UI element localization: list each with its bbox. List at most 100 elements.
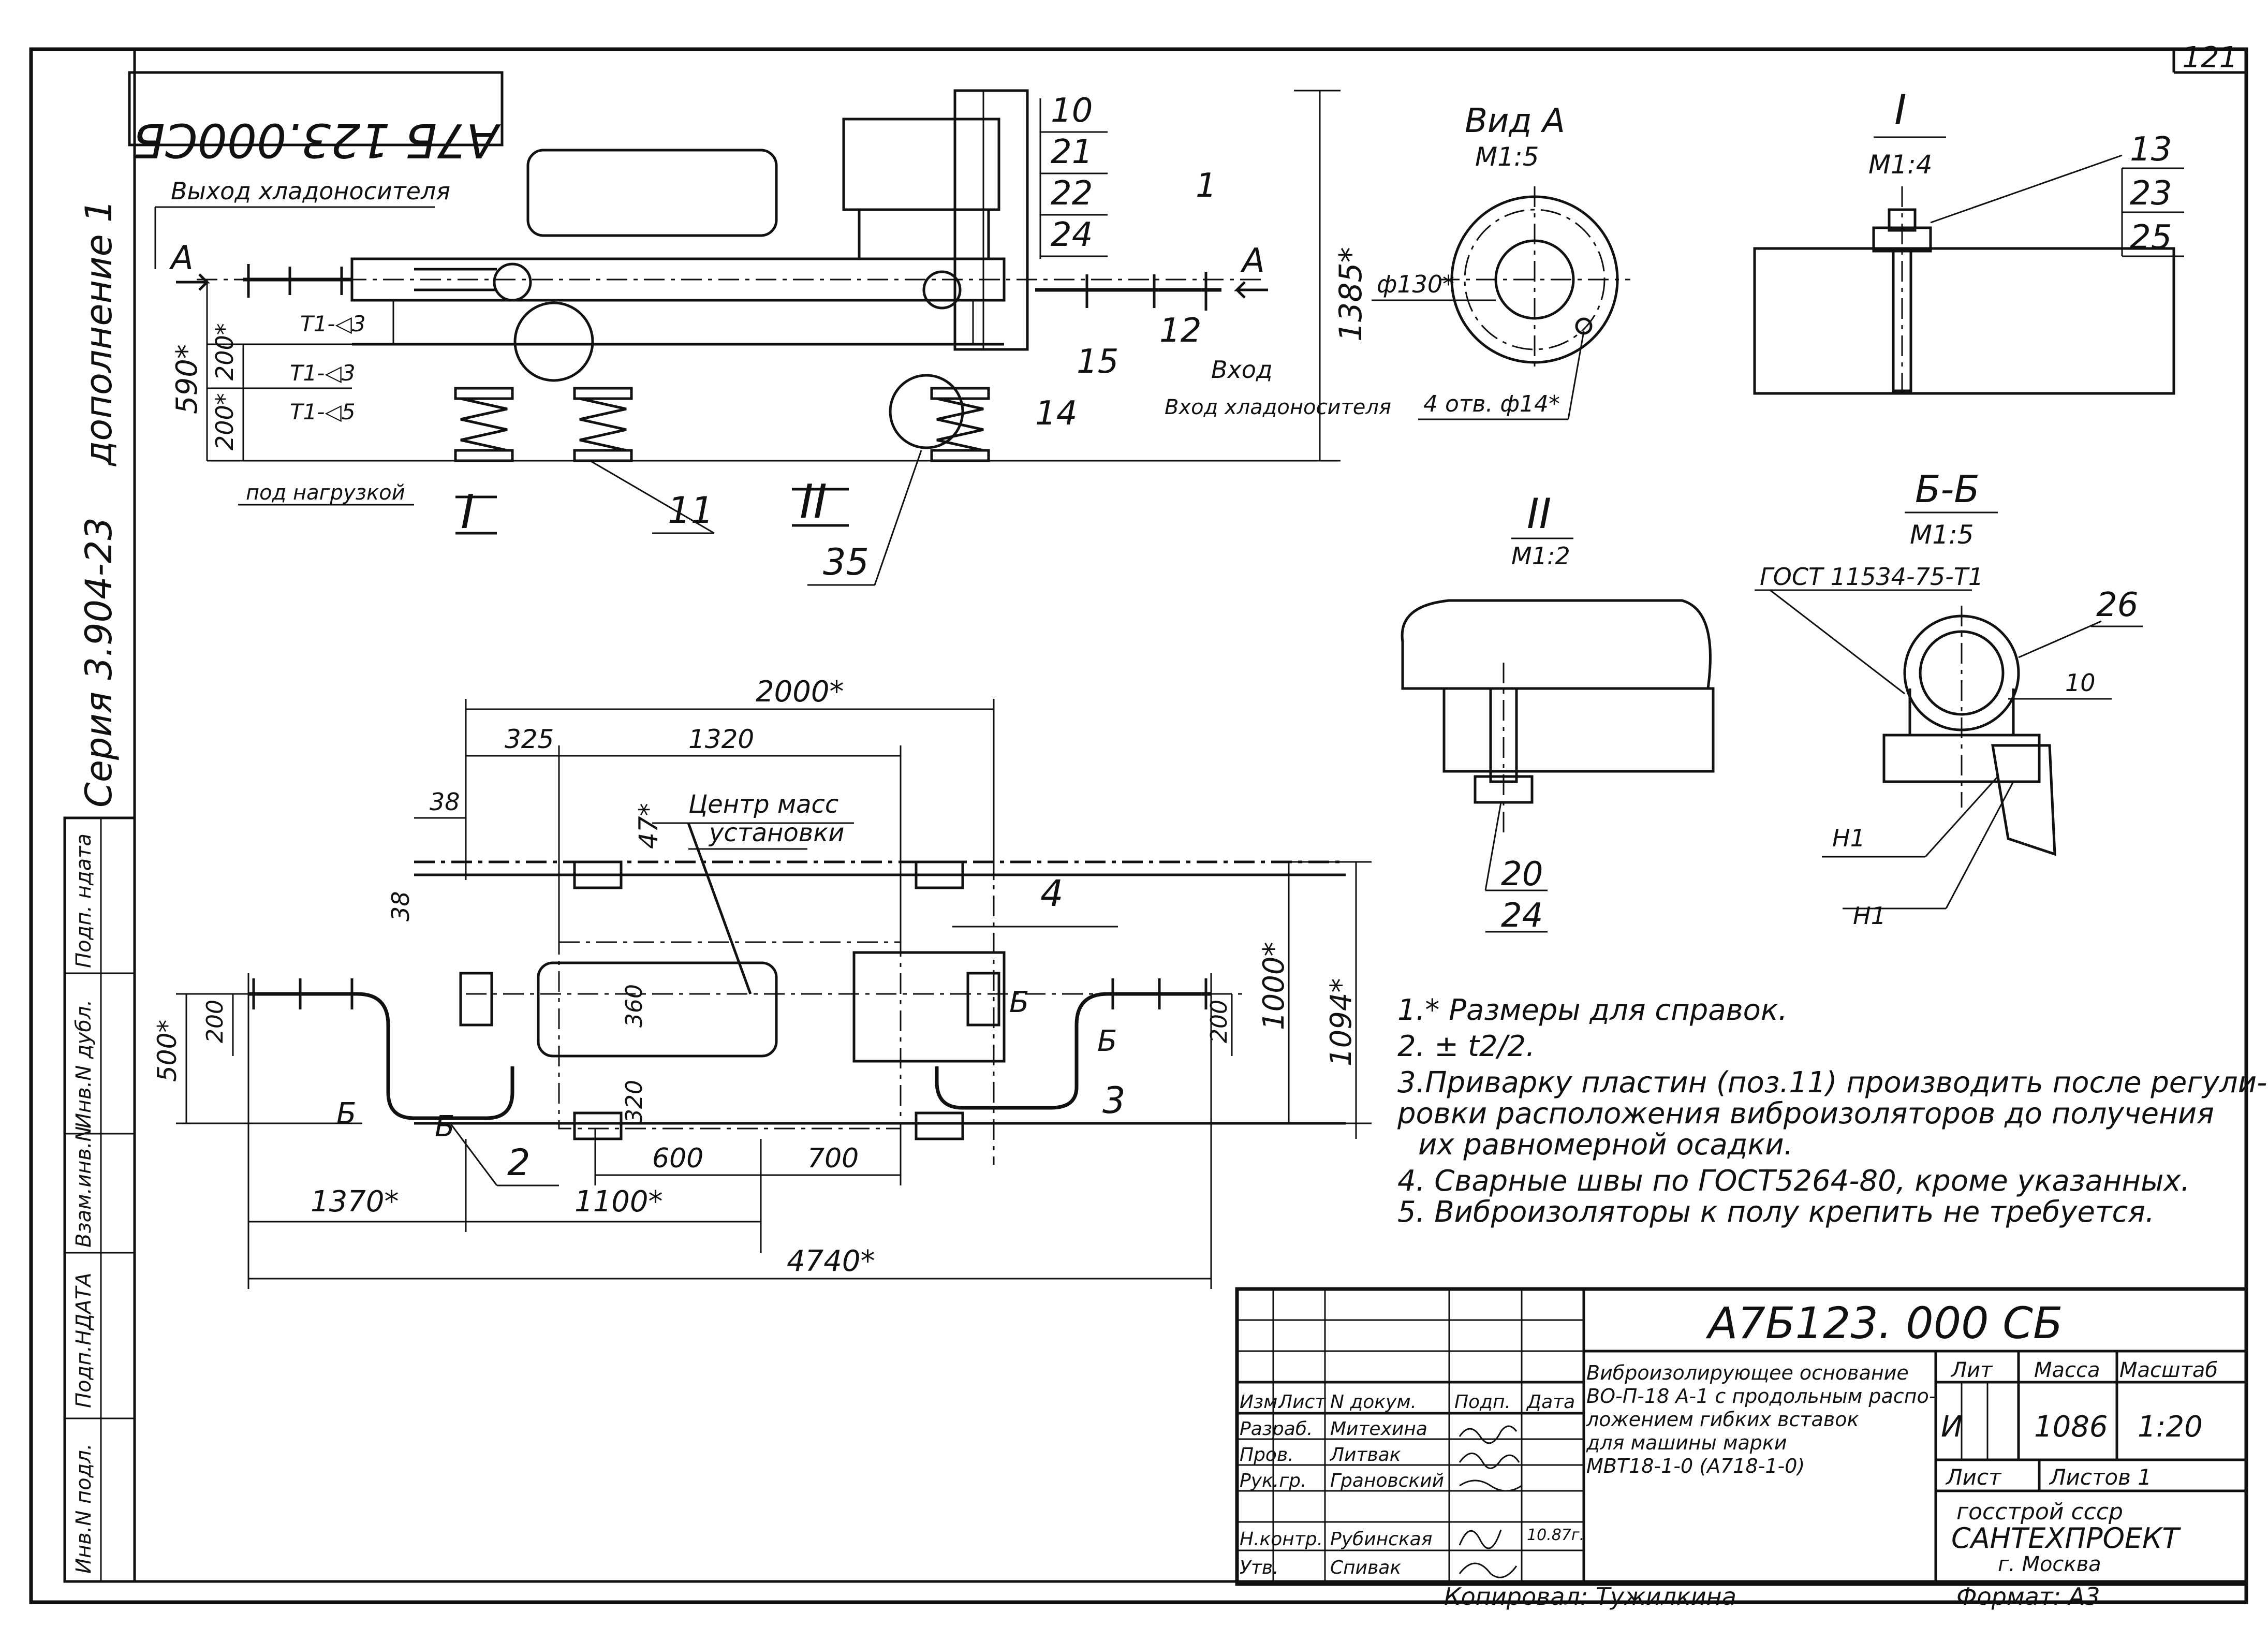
spring-isolator (573, 387, 633, 462)
org-line-1: госстрой ссср (1956, 1499, 2123, 1525)
detail-ii: II М1:2 20 24 (1401, 490, 1715, 935)
side-table-label: Инв.N дубл. (72, 1000, 96, 1129)
signature (1459, 1425, 1518, 1444)
detail-i-pos-23: 23 (2130, 174, 2172, 213)
dim-320: 320 (621, 1080, 647, 1123)
dim-1320: 1320 (688, 724, 754, 754)
role-utv: Утв. (1240, 1557, 1279, 1578)
lit-label: Лит (1950, 1358, 1993, 1382)
pipe-pos-2 (386, 1056, 514, 1120)
copied-by: Копировал: Тужилкина (1444, 1583, 1736, 1610)
dim-1370: 1370* (311, 1185, 399, 1219)
view-a-diameter: ф130* (1377, 270, 1454, 298)
col-list: Лист (1277, 1391, 1326, 1413)
sheet-number: 121 (2183, 41, 2238, 75)
weld-mark-2: Т1-◁3 (290, 360, 356, 386)
detail-ii-pos-24: 24 (1501, 897, 1543, 935)
signature (1459, 1529, 1502, 1549)
pos-35: 35 (823, 541, 869, 583)
pos-stack-10-24: 10 21 22 24 (1039, 92, 1108, 259)
pos-3: 3 (1102, 1079, 1126, 1122)
mass-value: 1086 (2034, 1410, 2108, 1444)
sheets-label: Листов 1 (2049, 1464, 2152, 1490)
side-view: А А 1385* 590* 2 (154, 89, 1391, 586)
side-table-label: Инв.N подл. (72, 1443, 96, 1574)
note-2: 2. ± t2/2. (1397, 1030, 1535, 1063)
side-table-label: Взам.инв.N (72, 1126, 96, 1248)
compressor-lower (858, 208, 990, 260)
compressor-upper (842, 118, 1000, 211)
role-ruk: Рук.гр. (1240, 1470, 1306, 1491)
name-nkontr: Рубинская (1330, 1529, 1432, 1550)
description-line: ВО-П-18 А-1 с продольным распо- (1586, 1385, 1936, 1408)
section-b-1: Б (336, 1097, 356, 1131)
dim-600: 600 (652, 1143, 703, 1174)
svg-text:21: 21 (1051, 133, 1093, 171)
plan-view: Центр масс установки 2000* 325 1320 38 3… (152, 675, 1372, 1289)
section-b-2: Б (435, 1110, 454, 1144)
dim-200a: 200* (211, 323, 239, 380)
scale-value: 1:20 (2138, 1410, 2203, 1444)
section-a-right: А (1240, 242, 1265, 280)
sheet-frame (29, 47, 2248, 1604)
side-table-label: Подп. ндата (72, 833, 96, 968)
motor-plan (537, 961, 778, 1058)
note-3: 3.Приварку пластин (поз.11) производить … (1397, 1066, 2267, 1100)
date-mark: 10.87г. (1527, 1526, 1584, 1544)
dim-1094: 1094* (1324, 978, 1358, 1066)
designation: А7Б123. 000 СБ (1705, 1298, 2063, 1349)
callout-i: I (461, 485, 475, 539)
description-line: ложением гибких вставок (1586, 1408, 1859, 1431)
section-bb: Б-Б М1:5 ГОСТ 11534-75-Т1 26 10 Н1 Н1 (1755, 467, 2143, 930)
dim-200-left: 200 (202, 1000, 228, 1043)
detail-i-scale: М1:4 (1868, 150, 1933, 180)
dim-700: 700 (807, 1143, 859, 1174)
view-a-title: Вид А (1465, 102, 1565, 140)
col-sign: Подп. (1454, 1391, 1511, 1413)
note-1: 1.* Размеры для справок. (1397, 993, 1788, 1027)
pos-15: 15 (1077, 343, 1118, 381)
notes: 1.* Размеры для справок. 2. ± t2/2. 3.Пр… (1397, 993, 2267, 1229)
view-a: Вид А М1:5 ф130* 4 отв. ф14* (1372, 102, 1630, 420)
name-prov: Литвак (1329, 1444, 1401, 1466)
detail-ii-scale: М1:2 (1511, 542, 1570, 570)
section-bb-dim-10: 10 (2065, 669, 2096, 697)
section-bb-title: Б-Б (1915, 467, 1980, 511)
weld-h1-a: Н1 (1832, 824, 1865, 852)
detail-i-pos-25: 25 (2130, 218, 2172, 257)
org-line-3: г. Москва (1998, 1552, 2101, 1576)
inlet-label-2: Вход хладоносителя (1165, 395, 1391, 419)
role-prov: Пров. (1240, 1444, 1294, 1466)
center-mass-2: установки (708, 818, 844, 847)
pos-2: 2 (507, 1141, 531, 1184)
sheet-label: Лист (1945, 1464, 2002, 1490)
addition-label: дополнение 1 (78, 199, 120, 466)
name-utv: Спивак (1330, 1557, 1401, 1578)
svg-text:10: 10 (1051, 92, 1093, 130)
inlet-label-1: Вход (1211, 356, 1273, 384)
section-b-3: Б (1009, 986, 1029, 1019)
pos-4: 4 (1040, 872, 1064, 915)
stamp-code: А7Б 123.000СБ (133, 113, 501, 167)
view-a-scale: М1:5 (1475, 142, 1539, 172)
section-bb-standard: ГОСТ 11534-75-Т1 (1760, 563, 1983, 591)
detail-ii-callout (889, 374, 964, 449)
col-doc: N докум. (1330, 1391, 1417, 1413)
detail-i-callout (513, 301, 594, 382)
detail-i-title: I (1894, 86, 1907, 134)
org-line-2: САНТЕХПРОЕКТ (1951, 1522, 2181, 1555)
description-line: для машины марки (1586, 1431, 1787, 1454)
signature (1459, 1453, 1520, 1469)
col-date: Дата (1526, 1391, 1575, 1413)
dim-200b: 200* (211, 393, 239, 450)
vertical-column (953, 89, 1029, 351)
weld-mark-3: Т1-◁5 (290, 399, 356, 424)
under-load-label: под нагрузкой (246, 481, 405, 505)
dim-2000: 2000* (756, 675, 844, 709)
description-line: МВТ18-1-0 (А718-1-0) (1586, 1455, 1805, 1477)
name-ruk: Грановский (1330, 1470, 1444, 1491)
center-mass-1: Центр масс (688, 790, 838, 819)
dim-500: 500* (152, 1020, 182, 1082)
dim-47: 47* (634, 803, 664, 849)
